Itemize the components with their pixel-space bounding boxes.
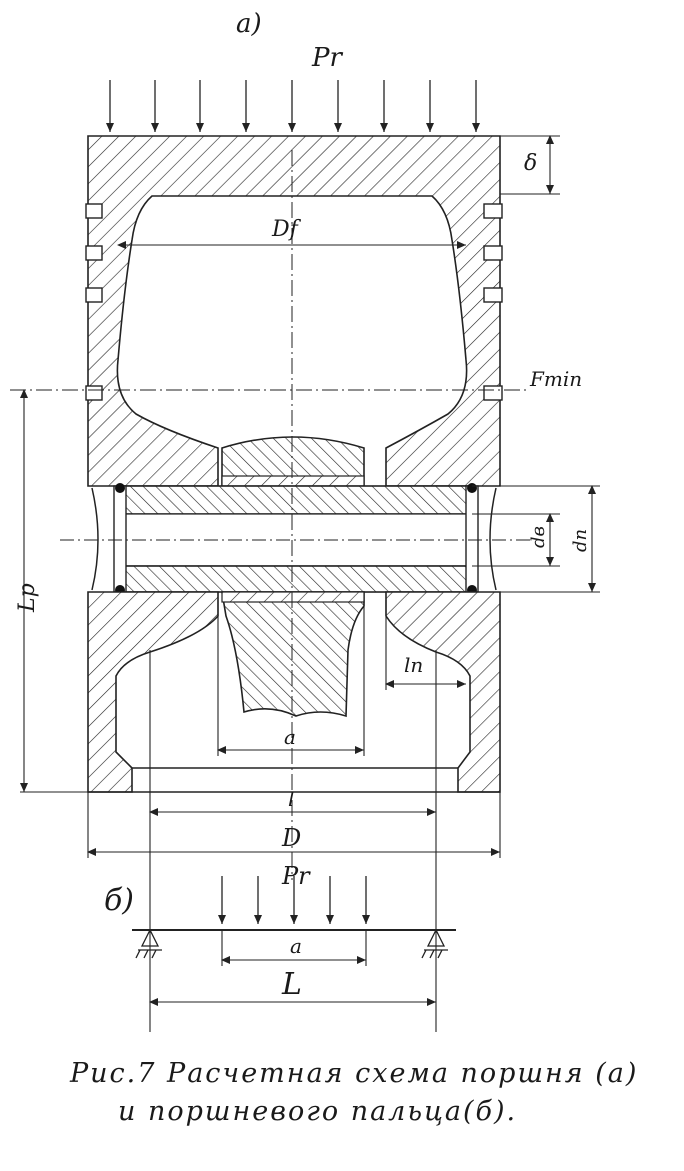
caption-line-2: и поршневого пальца(б).	[118, 1096, 518, 1127]
dim-delta-label: δ	[524, 151, 537, 176]
dim-d	[87, 792, 501, 858]
bottom-load-arrows	[218, 876, 370, 924]
rod-small-end-bottom	[221, 591, 365, 718]
dim-fmin-label: Fmin	[529, 367, 582, 391]
dim-df-label: Df	[271, 217, 302, 242]
pin-upper-wall	[119, 485, 473, 515]
dim-ln-label: lп	[404, 653, 423, 677]
caption-line-1: Рис.7 Расчетная схема поршня (а)	[70, 1058, 639, 1089]
top-load-arrows	[106, 80, 480, 132]
dim-l-b-label: L	[281, 967, 302, 1002]
retainer-right	[465, 485, 479, 593]
piston-crown-section	[87, 135, 501, 487]
support-left	[135, 928, 162, 959]
dim-ln	[385, 600, 466, 690]
boss-bore-left	[91, 487, 99, 591]
boss-bore-right	[489, 487, 497, 591]
label-b: б)	[104, 883, 134, 918]
dim-db-dn	[472, 485, 600, 593]
dim-lp-label: Lp	[15, 583, 40, 613]
dim-l-small-label: l	[288, 787, 294, 811]
dim-db-label: dв	[528, 526, 549, 548]
dim-l-small	[149, 650, 437, 1032]
dim-lp	[20, 389, 88, 793]
bushing-bottom	[221, 591, 365, 603]
force-label-bottom: Pr	[281, 862, 311, 890]
dim-dn-label: dп	[570, 529, 591, 552]
piston-skirt-left	[87, 591, 219, 793]
pin-lower-wall	[119, 565, 473, 593]
support-right	[421, 928, 448, 959]
dim-a-label: a	[284, 725, 296, 749]
rod-small-end-top	[221, 436, 365, 487]
retainer-left	[113, 485, 127, 593]
dim-a-b-label: a	[290, 934, 302, 958]
dim-d-label: D	[281, 824, 301, 852]
dim-a-upper	[217, 600, 365, 756]
dim-delta	[500, 135, 560, 195]
dim-a-lower	[221, 930, 367, 966]
label-a: а)	[236, 9, 262, 39]
piston-skirt-right	[385, 591, 501, 793]
force-label-top: Pr	[311, 43, 343, 73]
ring-grooves-left	[85, 203, 103, 401]
bushing-top	[221, 475, 365, 487]
